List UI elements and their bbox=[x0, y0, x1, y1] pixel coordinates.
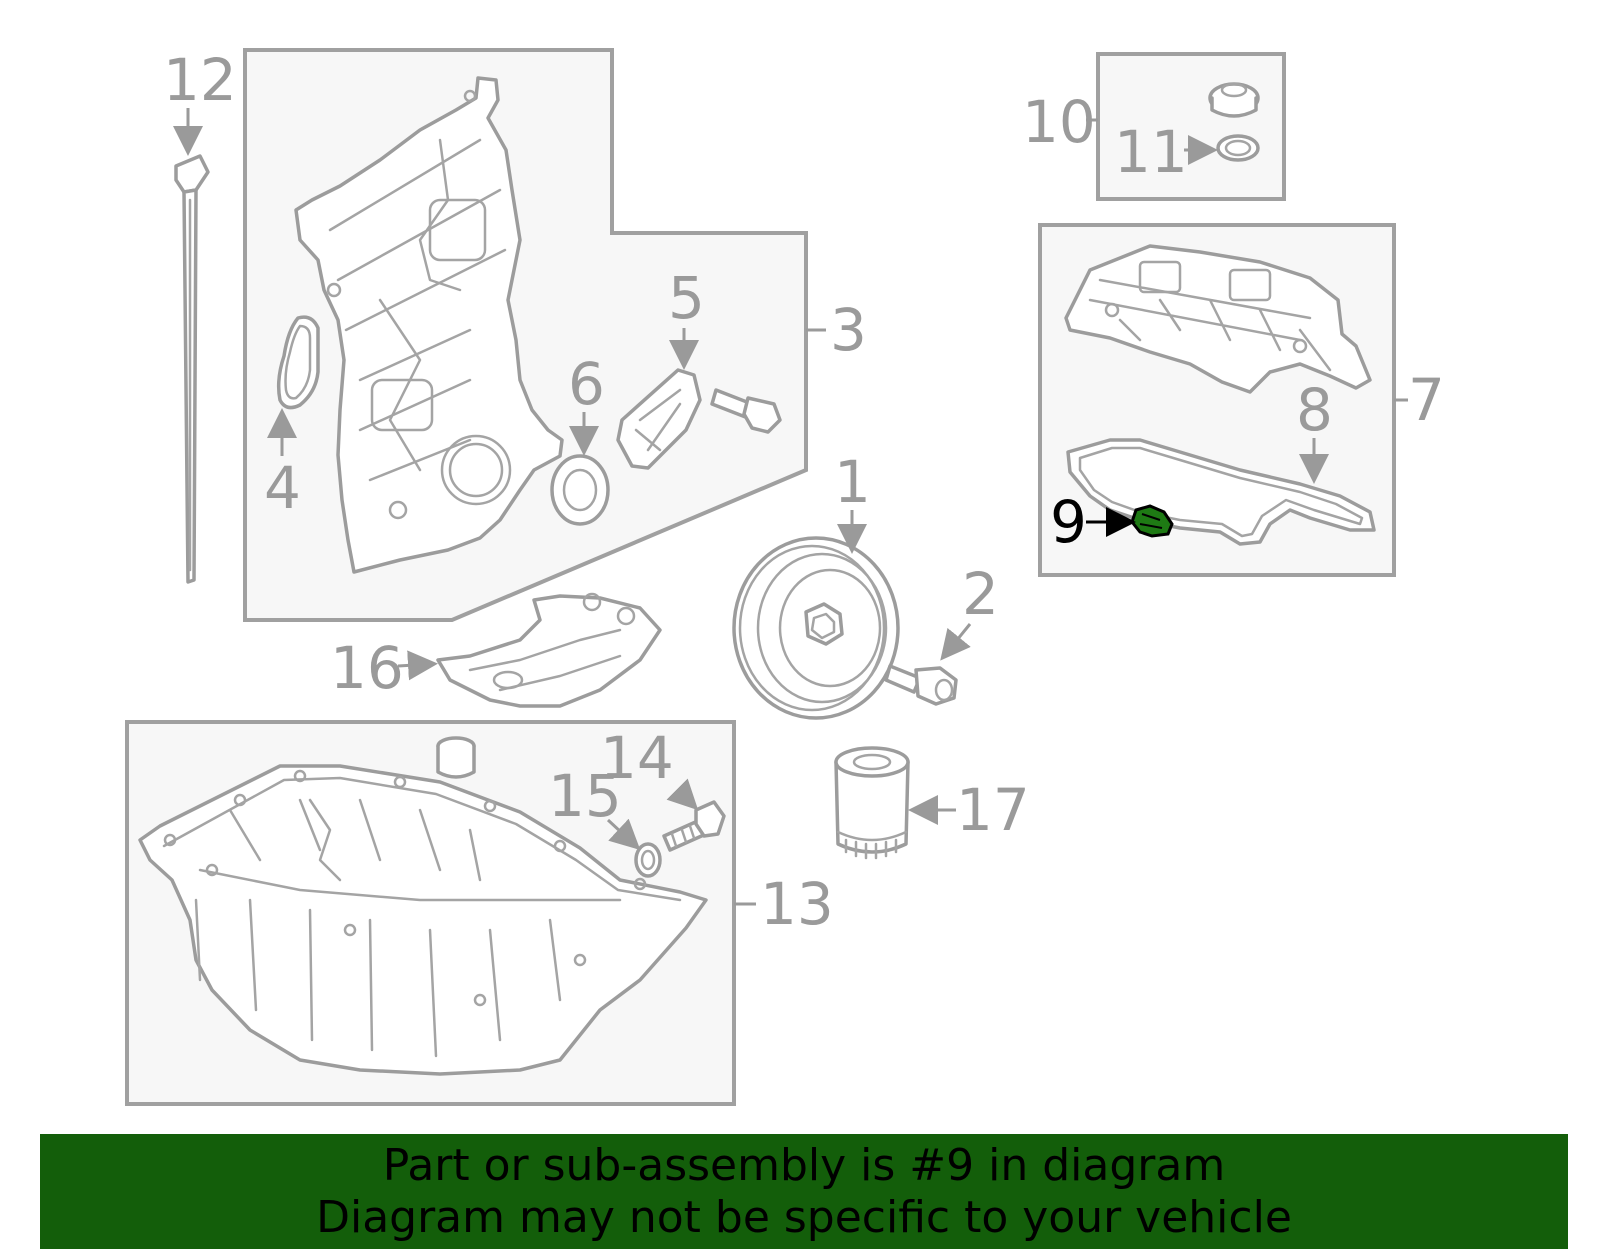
callout-4: 4 bbox=[264, 454, 301, 522]
callout-3: 3 bbox=[830, 296, 867, 364]
leader-lines bbox=[173, 108, 1408, 906]
gasket-part-4[interactable] bbox=[276, 315, 320, 410]
callout-17: 17 bbox=[956, 776, 1030, 844]
oil-filler-cap[interactable] bbox=[1208, 82, 1260, 118]
drain-washer-part-15[interactable] bbox=[634, 842, 662, 878]
banner-line-2: Diagram may not be specific to your vehi… bbox=[316, 1191, 1292, 1243]
callout-9: 9 bbox=[1050, 488, 1087, 556]
dipstick-part-12[interactable] bbox=[174, 154, 210, 584]
callout-1: 1 bbox=[834, 448, 871, 516]
banner-line-1: Part or sub-assembly is #9 in diagram bbox=[382, 1139, 1226, 1191]
oil-seal-part-6[interactable] bbox=[550, 454, 610, 526]
crankshaft-pulley-part-1[interactable] bbox=[732, 536, 900, 720]
callout-11: 11 bbox=[1114, 118, 1188, 186]
oil-pan-group bbox=[125, 720, 736, 1106]
parts-diagram: 12 4 3 5 6 10 11 7 8 9 1 2 16 13 14 15 1… bbox=[125, 46, 1445, 1106]
callout-12: 12 bbox=[163, 46, 237, 114]
oil-filler-box bbox=[1096, 52, 1286, 201]
callout-8: 8 bbox=[1296, 376, 1333, 444]
drain-bolt-part-14[interactable] bbox=[662, 800, 726, 852]
oil-filler-group bbox=[1096, 52, 1286, 201]
callout-7: 7 bbox=[1408, 366, 1445, 434]
timing-cover[interactable] bbox=[294, 76, 564, 574]
oil-filter-part-17[interactable] bbox=[834, 746, 910, 860]
callout-2: 2 bbox=[962, 560, 999, 628]
valve-cover-group bbox=[1038, 223, 1396, 577]
callout-14: 14 bbox=[600, 724, 674, 792]
cap-gasket-part-11[interactable] bbox=[1216, 134, 1260, 162]
bolt-box-3[interactable] bbox=[710, 388, 782, 434]
info-banner: Part or sub-assembly is #9 in diagram Di… bbox=[40, 1134, 1568, 1249]
callout-10: 10 bbox=[1022, 88, 1096, 156]
baffle-plate-part-16[interactable] bbox=[436, 592, 662, 708]
pulley-bolt-part-2[interactable] bbox=[884, 664, 958, 706]
pan-plug[interactable] bbox=[436, 736, 476, 779]
timing-cover-group bbox=[243, 48, 808, 622]
timing-cover-box bbox=[243, 48, 808, 622]
callout-16: 16 bbox=[330, 634, 404, 702]
callout-13: 13 bbox=[760, 870, 834, 938]
callout-6: 6 bbox=[568, 350, 605, 418]
valve-cover[interactable] bbox=[1064, 244, 1372, 394]
callout-5: 5 bbox=[668, 264, 705, 332]
callout-15: 15 bbox=[548, 762, 622, 830]
callouts: 12 4 3 5 6 10 11 7 8 9 1 2 16 13 14 15 1… bbox=[163, 46, 1445, 938]
cover-plate-part-5[interactable] bbox=[616, 368, 702, 470]
